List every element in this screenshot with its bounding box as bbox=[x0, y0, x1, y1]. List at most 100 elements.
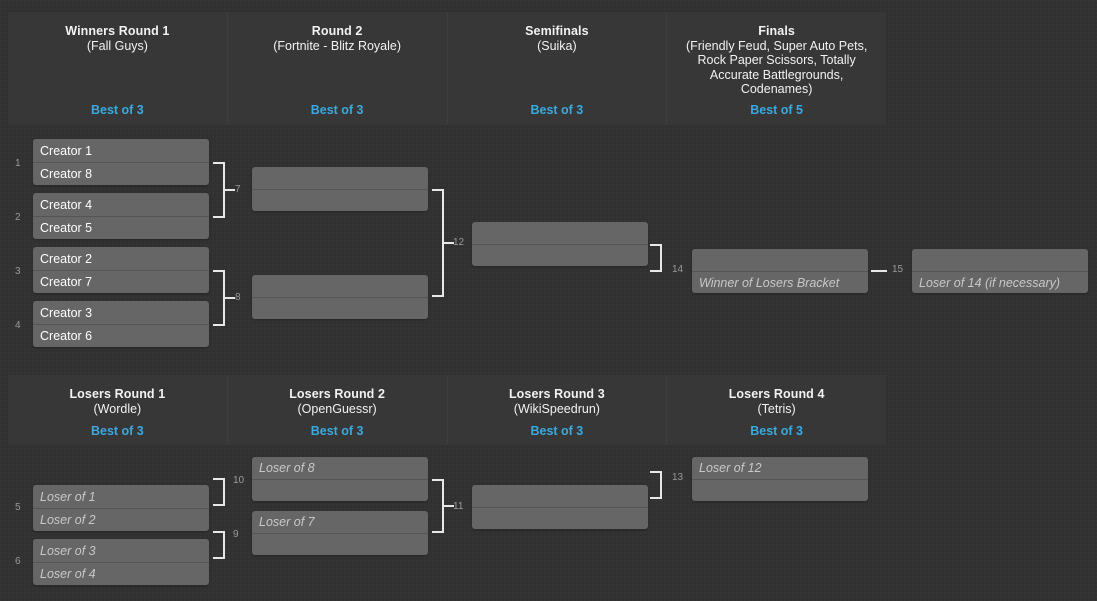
losers-round-headers: Losers Round 1 (Wordle) Best of 3 Losers… bbox=[8, 375, 886, 445]
match-slot-top[interactable]: Loser of 7 bbox=[259, 515, 315, 529]
match-box[interactable] bbox=[252, 167, 428, 211]
match-box[interactable]: Loser of 14 (if necessary) bbox=[912, 249, 1088, 293]
match-number: 3 bbox=[15, 266, 21, 277]
match-slot-top[interactable]: Loser of 8 bbox=[259, 461, 315, 475]
round-best-of: Best of 3 bbox=[310, 103, 364, 117]
round-header-losers-round-4: Losers Round 4 (Tetris) Best of 3 bbox=[666, 375, 886, 445]
bracket-connector bbox=[650, 244, 676, 272]
round-game: (Wordle) bbox=[93, 401, 142, 416]
round-best-of: Best of 3 bbox=[750, 424, 804, 438]
round-best-of: Best of 3 bbox=[310, 424, 364, 438]
round-header-losers-round-2: Losers Round 2 (OpenGuessr) Best of 3 bbox=[226, 375, 447, 445]
match-box[interactable]: Loser of 1 Loser of 2 bbox=[33, 485, 209, 531]
match-slot-bottom[interactable] bbox=[252, 479, 428, 501]
round-title: Round 2 bbox=[311, 24, 363, 38]
round-header-losers-round-1: Losers Round 1 (Wordle) Best of 3 bbox=[8, 375, 227, 445]
match-slot-bottom[interactable]: Creator 6 bbox=[33, 324, 209, 347]
match-slot-top[interactable]: Loser of 1 bbox=[40, 489, 96, 504]
match-number: 11 bbox=[453, 501, 464, 512]
match-slot-bottom[interactable] bbox=[472, 507, 648, 529]
match-slot-bottom[interactable] bbox=[252, 297, 428, 319]
round-header-losers-round-3: Losers Round 3 (WikiSpeedrun) Best of 3 bbox=[446, 375, 667, 445]
match-number: 10 bbox=[233, 475, 245, 486]
match-slot-bottom[interactable]: Creator 7 bbox=[33, 270, 209, 293]
match-slot-bottom[interactable]: Loser of 4 bbox=[33, 562, 209, 585]
bracket-connector bbox=[213, 531, 239, 559]
match-box[interactable] bbox=[252, 275, 428, 319]
match-box[interactable]: Loser of 7 bbox=[252, 511, 428, 555]
round-title: Losers Round 2 bbox=[289, 387, 386, 401]
match-slot-bottom[interactable]: Winner of Losers Bracket bbox=[692, 271, 868, 293]
match-number: 14 bbox=[672, 264, 684, 275]
match-number: 15 bbox=[892, 264, 904, 275]
match-number: 5 bbox=[15, 502, 21, 513]
match-slot-top[interactable]: Creator 4 bbox=[40, 197, 93, 212]
round-game: (WikiSpeedrun) bbox=[513, 401, 600, 416]
match-slot-top[interactable]: Loser of 12 bbox=[699, 461, 762, 475]
round-game: (Friendly Feud, Super Auto Pets, Rock Pa… bbox=[685, 38, 868, 97]
match-number: 12 bbox=[453, 237, 465, 248]
match-slot-bottom[interactable] bbox=[472, 244, 648, 266]
round-best-of: Best of 3 bbox=[90, 424, 144, 438]
match-box[interactable]: Creator 3 Creator 6 bbox=[33, 301, 209, 347]
winners-round-headers: Winners Round 1 (Fall Guys) Best of 3 Ro… bbox=[8, 12, 886, 125]
match-number: 7 bbox=[235, 184, 241, 195]
match-box[interactable]: Loser of 8 bbox=[252, 457, 428, 501]
bracket-connector bbox=[213, 162, 245, 218]
round-game: (Fortnite - Blitz Royale) bbox=[273, 38, 402, 53]
match-slot-bottom[interactable] bbox=[252, 189, 428, 211]
round-best-of: Best of 3 bbox=[530, 103, 584, 117]
match-number: 4 bbox=[15, 320, 21, 331]
round-title: Finals bbox=[758, 24, 795, 38]
match-number: 9 bbox=[233, 529, 239, 540]
match-number: 1 bbox=[15, 158, 21, 169]
match-number: 8 bbox=[235, 292, 241, 303]
match-slot-top[interactable] bbox=[912, 249, 1088, 271]
bracket-connector bbox=[213, 270, 245, 326]
match-slot-top[interactable]: Loser of 3 bbox=[40, 543, 96, 558]
round-title: Semifinals bbox=[525, 24, 589, 38]
match-slot-top[interactable] bbox=[252, 167, 428, 189]
bracket-connector bbox=[871, 270, 889, 273]
match-box[interactable]: Creator 4 Creator 5 bbox=[33, 193, 209, 239]
match-slot-bottom[interactable]: Loser of 2 bbox=[33, 508, 209, 531]
match-slot-top[interactable]: Creator 2 bbox=[40, 251, 93, 266]
match-slot-top[interactable] bbox=[692, 249, 868, 271]
round-game: (Suika) bbox=[537, 38, 577, 53]
round-header-winners-round-1: Winners Round 1 (Fall Guys) Best of 3 bbox=[8, 12, 227, 125]
match-box[interactable]: Creator 1 Creator 8 bbox=[33, 139, 209, 185]
match-slot-top[interactable] bbox=[472, 485, 648, 507]
round-game: (Fall Guys) bbox=[86, 38, 148, 53]
match-slot-top[interactable] bbox=[252, 275, 428, 297]
match-slot-bottom[interactable] bbox=[692, 479, 868, 501]
match-slot-bottom[interactable]: Creator 8 bbox=[33, 162, 209, 185]
match-box[interactable]: Creator 2 Creator 7 bbox=[33, 247, 209, 293]
match-number: 6 bbox=[15, 556, 21, 567]
match-number: 2 bbox=[15, 212, 21, 223]
round-title: Losers Round 3 bbox=[508, 387, 605, 401]
bracket-connector bbox=[213, 478, 239, 506]
round-title: Winners Round 1 bbox=[65, 24, 170, 38]
round-game: (Tetris) bbox=[757, 401, 796, 416]
round-game: (OpenGuessr) bbox=[297, 401, 377, 416]
match-number: 13 bbox=[672, 472, 684, 483]
match-slot-bottom[interactable]: Loser of 14 (if necessary) bbox=[912, 271, 1088, 293]
match-slot-top[interactable]: Creator 1 bbox=[40, 143, 93, 158]
round-best-of: Best of 5 bbox=[750, 103, 804, 117]
match-slot-bottom[interactable] bbox=[252, 533, 428, 555]
bracket-connector bbox=[432, 479, 464, 533]
match-box[interactable]: Loser of 12 bbox=[692, 457, 868, 501]
match-box[interactable] bbox=[472, 485, 648, 529]
bracket-connector bbox=[432, 189, 464, 297]
round-best-of: Best of 3 bbox=[90, 103, 144, 117]
round-title: Losers Round 1 bbox=[69, 387, 166, 401]
match-box[interactable]: Loser of 3 Loser of 4 bbox=[33, 539, 209, 585]
match-slot-top[interactable]: Creator 3 bbox=[40, 305, 93, 320]
bracket-connector bbox=[650, 471, 676, 499]
match-slot-top[interactable] bbox=[472, 222, 648, 244]
match-box[interactable]: Winner of Losers Bracket bbox=[692, 249, 868, 293]
match-slot-bottom[interactable]: Creator 5 bbox=[33, 216, 209, 239]
match-box[interactable] bbox=[472, 222, 648, 266]
round-header-semifinals: Semifinals (Suika) Best of 3 bbox=[446, 12, 667, 125]
